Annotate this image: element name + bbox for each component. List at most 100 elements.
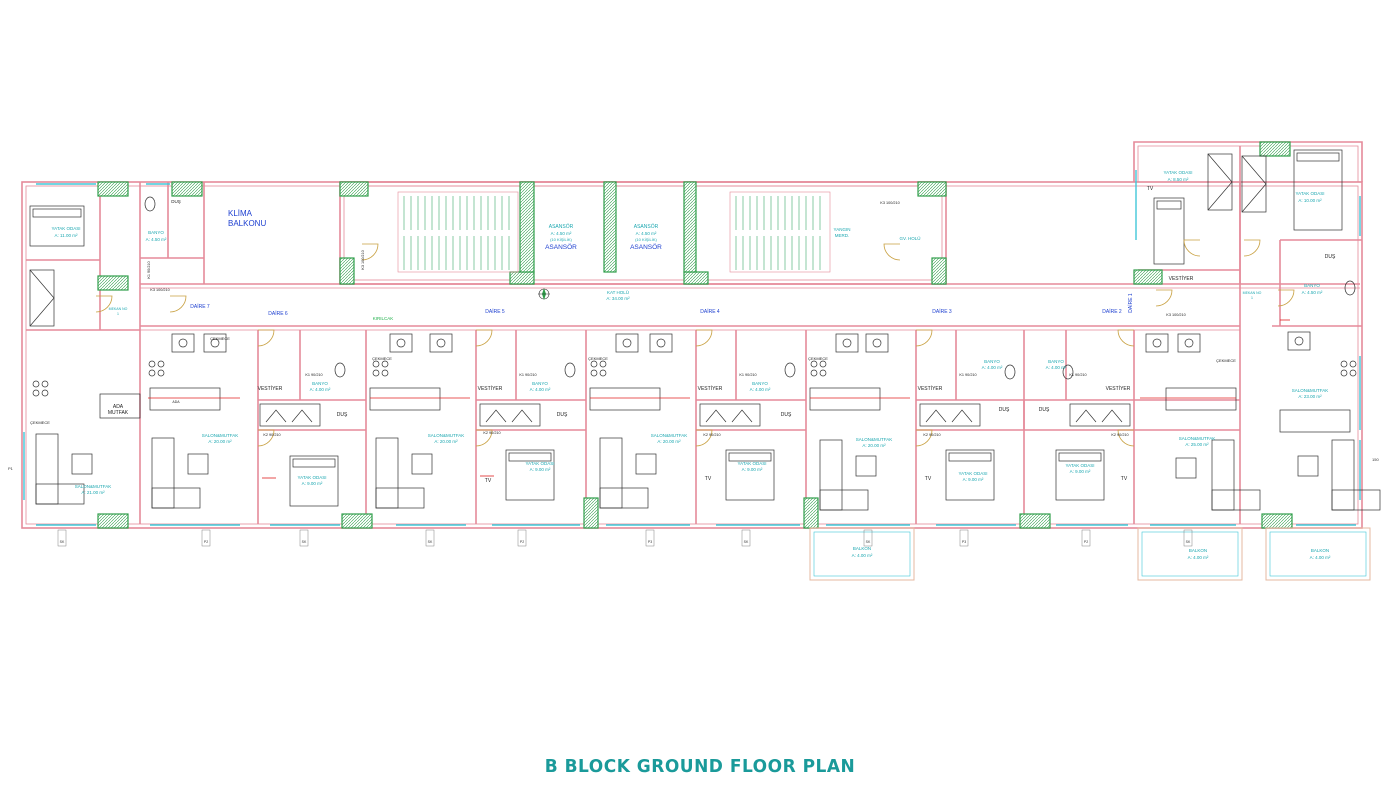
sofa (35, 433, 59, 505)
coffee-table (411, 453, 433, 475)
salon-23-area: A: 23.00 m² (1298, 394, 1322, 399)
salon-20-area-a: A: 20.00 m² (208, 439, 232, 444)
cooktop-burner (372, 360, 380, 368)
core-labels: KLİMA BALKONU ASANSÖR A: 4.50 m² (10 KİŞ… (228, 209, 1194, 321)
toilet (1004, 364, 1016, 380)
asansor-2-capacity: (10 KİŞİLİK) (635, 237, 657, 242)
cooktop-burner (599, 369, 607, 377)
cooktop-burner (1340, 360, 1348, 368)
salon-20-label-b: SALON&MUTFAK (428, 433, 465, 438)
door-swing (695, 329, 713, 347)
asansor-2-area: A: 4.50 m² (636, 231, 657, 236)
cooktop-burner (1349, 369, 1357, 377)
door-tag-k1-e: K1 90/210 (1069, 373, 1086, 377)
klima-balkonu-label-2: BALKONU (228, 219, 266, 228)
axis-tag: SK (60, 540, 65, 544)
yatak-odasi-850-area: A: 8.50 m² (1168, 177, 1189, 182)
wardrobe-door (1207, 153, 1233, 211)
tv-label-c: TV (705, 476, 712, 482)
banyo-400-label-b: BANYO (532, 381, 548, 386)
cooktop-burner (157, 369, 165, 377)
cooktop-burner (1340, 369, 1348, 377)
appliance-drum (1184, 338, 1194, 348)
yangin-merd-label-2: MERD. (835, 233, 850, 238)
door-tag-k2-b: K2 90/210 (483, 431, 500, 435)
sofa-arm (1211, 489, 1261, 511)
axis-tag-box (741, 529, 751, 547)
door-swing (1277, 289, 1295, 307)
door-swing (695, 429, 713, 447)
axis-tag-box (959, 529, 969, 547)
daire-5-label: DAİRE 5 (485, 308, 505, 315)
appliance-drum (656, 338, 666, 348)
door-tag-k3-d: K3 100/210 (361, 250, 365, 269)
banyo-right-area: A: 4.50 m² (1302, 290, 1323, 295)
cooktop-burner (819, 369, 827, 377)
daire-7-label: DAİRE 7 (190, 303, 210, 310)
appliance-drum (178, 338, 188, 348)
cooktop-burner (372, 369, 380, 377)
sofa-arm (1331, 489, 1381, 511)
banyo-400-area-c: A: 4.00 m² (750, 387, 771, 392)
yatak-odasi-11-label: YATAK ODASI (51, 226, 80, 231)
coffee-table (855, 455, 877, 477)
yangin-merd-label-1: YANGIN (834, 227, 851, 232)
kirilcak-label: KIRILCAK (373, 316, 394, 321)
ada-mutfak-label-1: ADA (113, 404, 124, 410)
mekan-left-label: MEKAN NO (109, 307, 128, 311)
windows (23, 170, 1361, 526)
kat-holu-area: A: 34.00 m² (606, 296, 630, 301)
coffee-table (187, 453, 209, 475)
axis-tag-box (517, 529, 527, 547)
closet-hanger (1075, 409, 1123, 423)
sofa-arm (819, 489, 869, 511)
axis-left-tag: P1 (8, 466, 14, 471)
appliance (389, 333, 413, 353)
axis-tag-box (299, 529, 309, 547)
door-swing (915, 329, 933, 347)
balconies (809, 527, 1371, 581)
balkon-c-area: A: 4.00 m² (1310, 555, 1331, 560)
banyo-400-label-a: BANYO (312, 381, 328, 386)
door-tag-k3-a: K3 100/210 (150, 288, 169, 292)
salon-25-area: A: 25.00 m² (1185, 442, 1209, 447)
appliance (865, 333, 889, 353)
door-swing (915, 429, 933, 447)
sofa (1331, 439, 1355, 511)
cekmece-label-b: ÇEKMECE (210, 336, 230, 341)
banyo-400-area-a: A: 4.00 m² (310, 387, 331, 392)
door-swing (169, 295, 187, 313)
cooktop-burner (32, 380, 40, 388)
dimension-marks (148, 319, 1290, 479)
axis-tag: P3 (648, 540, 652, 544)
door-tag-k1-a: K1 90/210 (305, 373, 322, 377)
wardrobe-door (29, 269, 55, 327)
yatak-odasi-9-label-d: YATAK ODASI (958, 471, 987, 476)
cooktop-burner (590, 360, 598, 368)
sofa-arm (599, 487, 649, 509)
door-tag-k1-b: K1 90/210 (519, 373, 536, 377)
salon-25-label: SALON&MUTFAK (1179, 436, 1216, 441)
cooktop-burner (810, 360, 818, 368)
daire-3-label: DAİRE 3 (932, 308, 952, 315)
axis-tag-box (645, 529, 655, 547)
sofa-arm (375, 487, 425, 509)
banyo-left-label: BANYO (148, 230, 164, 235)
dus-label-c: DUŞ (781, 412, 792, 418)
dus-label-e: DUŞ (1039, 407, 1050, 413)
door-tag-k2-d: K2 90/210 (923, 433, 940, 437)
coffee-table (1175, 457, 1197, 479)
toilet (564, 362, 576, 378)
cooktop-burner (810, 369, 818, 377)
toilet (1344, 280, 1356, 296)
salon-20-area-d: A: 20.00 m² (862, 443, 886, 448)
wardrobe-door (1241, 155, 1267, 213)
salon-20-area-c: A: 20.00 m² (657, 439, 681, 444)
yatak-odasi-9-area-d: A: 9.00 m² (963, 477, 984, 482)
door-swing (1117, 429, 1135, 447)
toilet (784, 362, 796, 378)
banyo-400-label-d: BANYO (984, 359, 1000, 364)
appliance-drum (210, 338, 220, 348)
